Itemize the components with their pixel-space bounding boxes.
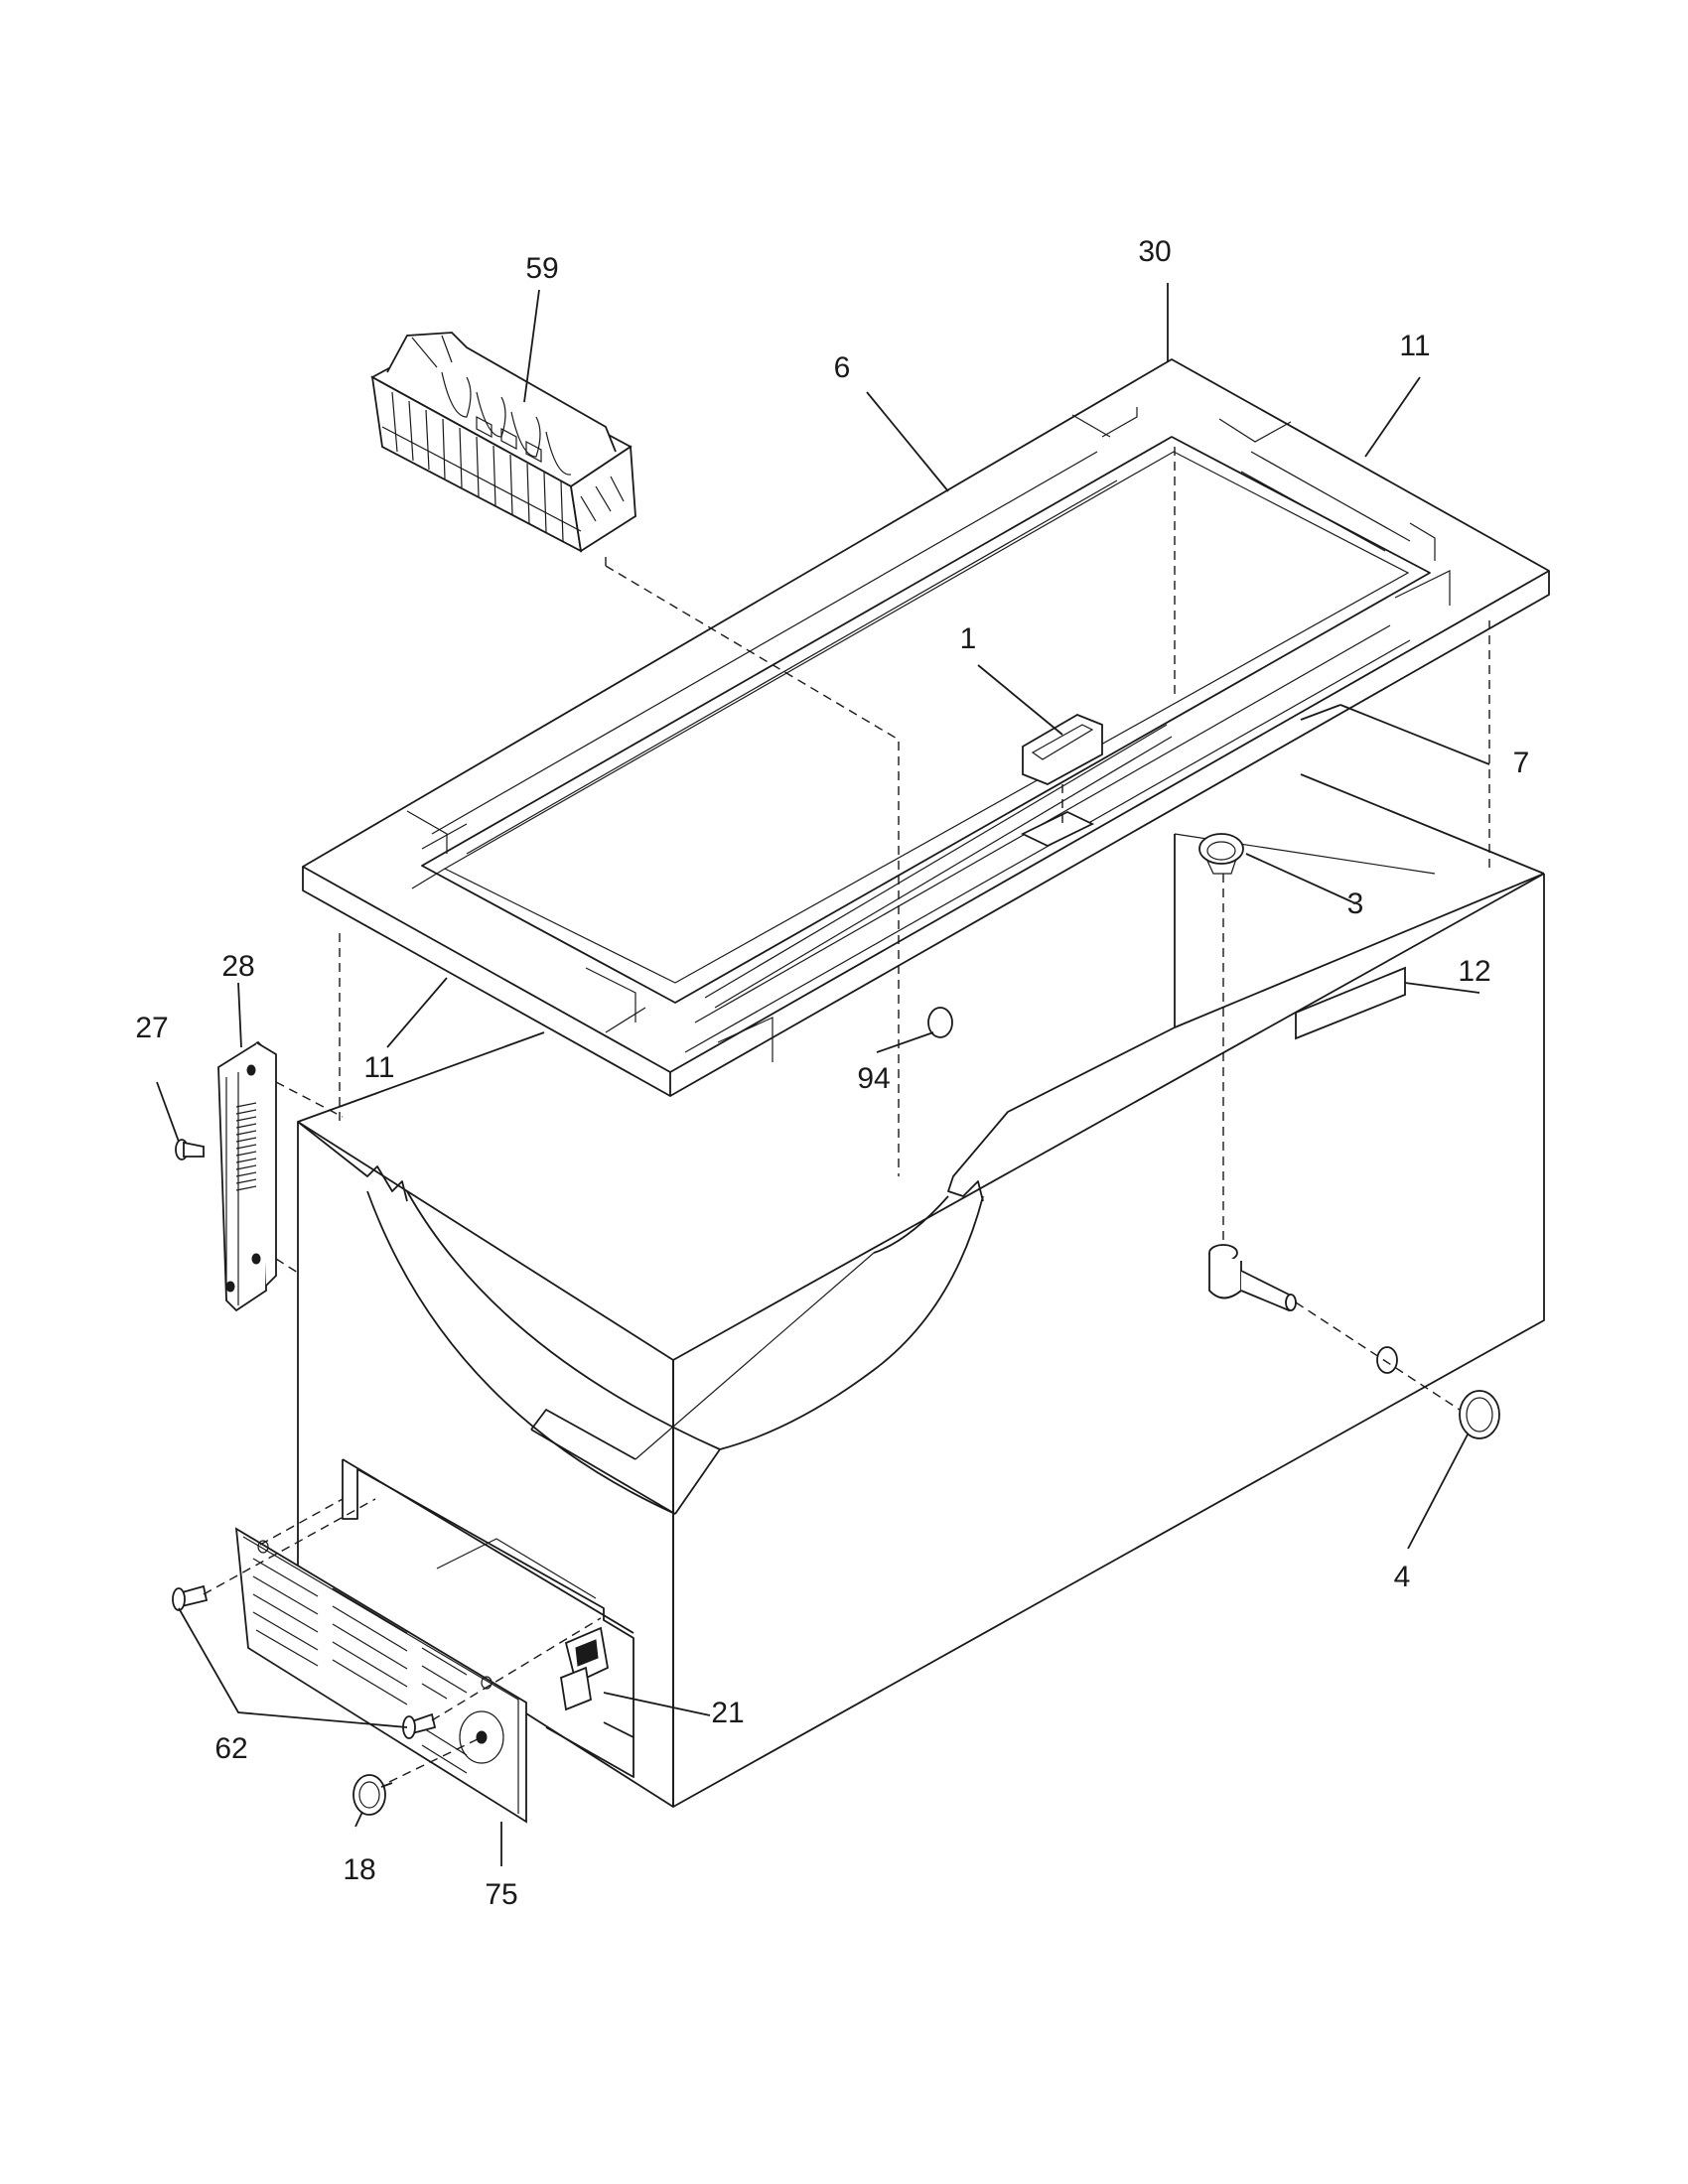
callout-6: 6 (834, 351, 851, 384)
assembly-lines-grille (203, 1498, 602, 1783)
knob (352, 1774, 393, 1816)
grille-panel (234, 1527, 527, 1824)
callout-27: 27 (135, 1012, 168, 1044)
callout-3: 3 (1347, 887, 1364, 920)
callout-59: 59 (525, 252, 558, 285)
callout-18: 18 (343, 1853, 375, 1886)
assembly-lines-hinge (275, 933, 344, 1274)
callout-labels: 59 30 6 11 1 7 3 12 28 27 11 94 4 21 62 … (135, 235, 1529, 1911)
assembly-lines-frame (605, 447, 1490, 1411)
callout-28: 28 (221, 950, 254, 983)
machine-compartment (342, 1458, 634, 1778)
basket (370, 332, 636, 553)
cabinet-body (297, 773, 1545, 1808)
breaker-strips (302, 358, 1550, 1097)
callout-94: 94 (857, 1062, 890, 1095)
divider-handle (704, 714, 1173, 1009)
drain-parts (1198, 833, 1297, 1312)
callout-21: 21 (711, 1697, 744, 1729)
callout-11-top: 11 (1399, 330, 1430, 362)
callout-62: 62 (214, 1732, 247, 1765)
callout-1: 1 (960, 622, 977, 655)
callout-11-left: 11 (363, 1051, 394, 1084)
temperature-control (560, 1626, 610, 1711)
hinge (217, 1040, 277, 1312)
leader-lines (156, 283, 1490, 1866)
callout-30: 30 (1138, 235, 1171, 268)
callout-75: 75 (485, 1878, 517, 1911)
callout-4: 4 (1394, 1561, 1411, 1593)
hinge-screw (175, 1139, 205, 1160)
callout-7: 7 (1513, 747, 1530, 779)
liner-trim (1300, 704, 1341, 721)
callout-12: 12 (1458, 955, 1490, 988)
